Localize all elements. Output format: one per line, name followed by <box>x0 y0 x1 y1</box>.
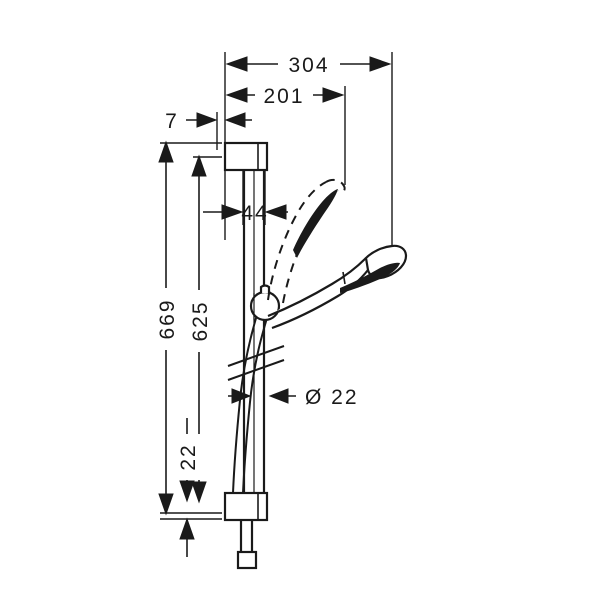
handshower-dashed-shade <box>293 189 338 258</box>
dimension-304-text-mask <box>278 50 340 78</box>
handshower-handle <box>267 257 367 318</box>
dimension-diameter-22-label: Ø 22 <box>305 386 359 409</box>
handshower-dashed-head <box>325 178 346 194</box>
hose-outer-curve <box>232 304 261 494</box>
dimension-44-text-mask <box>245 199 265 225</box>
dashed-handle-shade <box>293 189 338 258</box>
dimension-22-vertical: 22 <box>160 418 222 557</box>
dimension-201-text-mask <box>255 81 313 109</box>
arrowhead-201-right <box>322 87 345 103</box>
handshower-angled-position <box>267 244 408 330</box>
lower-bracket-body <box>223 491 269 522</box>
dimension-22-text-mask <box>174 434 202 480</box>
dimension-625: 625 <box>186 154 222 504</box>
hose-inner-curve <box>242 307 271 494</box>
slider-ring <box>249 290 281 322</box>
break-line-upper <box>227 345 285 367</box>
arrowhead-22-bottom <box>179 517 195 540</box>
dimension-669-text-mask <box>153 288 181 350</box>
dimension-44: 44 <box>203 199 288 225</box>
dimension-625-label: 625 <box>189 300 212 341</box>
arrowhead-304-right <box>369 56 392 72</box>
upper-bracket-body <box>223 141 269 172</box>
dimension-304-label: 304 <box>288 54 329 77</box>
dimension-201-label: 201 <box>263 85 304 108</box>
lower-wall-bracket <box>223 491 269 522</box>
spray-face-shade <box>340 262 400 293</box>
handshower-spray-face <box>340 262 400 293</box>
arrowhead-625-top <box>191 154 207 177</box>
dimension-22-vertical-label: 22 <box>177 443 200 470</box>
dimension-diameter-22: Ø 22 <box>228 386 359 409</box>
handshower-face-tick <box>342 271 346 285</box>
hose-connector-nut <box>236 520 258 570</box>
handshower-handle-underside <box>271 269 369 330</box>
arrowhead-7-right <box>224 112 246 128</box>
arrowhead-dia-right <box>268 388 289 404</box>
connector-nut-body <box>236 550 258 570</box>
dimension-669: 669 <box>153 140 222 516</box>
hose-break-lines <box>227 345 285 381</box>
upper-wall-bracket <box>223 141 269 172</box>
arrowhead-304-left <box>225 56 248 72</box>
dimension-669-label: 669 <box>156 298 179 339</box>
break-line-lower <box>227 359 285 381</box>
arrowhead-669-top <box>158 140 174 163</box>
dimension-7-label: 7 <box>165 110 179 133</box>
arrowhead-22-top <box>179 480 195 503</box>
arrowhead-669-bottom <box>158 493 174 516</box>
dimension-625-text-mask <box>186 290 214 352</box>
arrowhead-201-left <box>225 87 248 103</box>
dimension-7: 7 <box>165 110 252 133</box>
slider-top-lug <box>259 284 271 293</box>
handshower-dashed-handle-back <box>267 181 327 301</box>
arrowhead-44-left <box>221 204 244 220</box>
arrowhead-7-left <box>196 112 218 128</box>
dimension-201: 201 <box>225 81 345 109</box>
arrowhead-625-bottom <box>191 481 207 504</box>
arrowhead-44-right <box>264 204 287 220</box>
dimension-304: 304 <box>225 50 392 78</box>
slider-handshower-holder <box>249 284 281 322</box>
shower-hose <box>232 304 271 494</box>
